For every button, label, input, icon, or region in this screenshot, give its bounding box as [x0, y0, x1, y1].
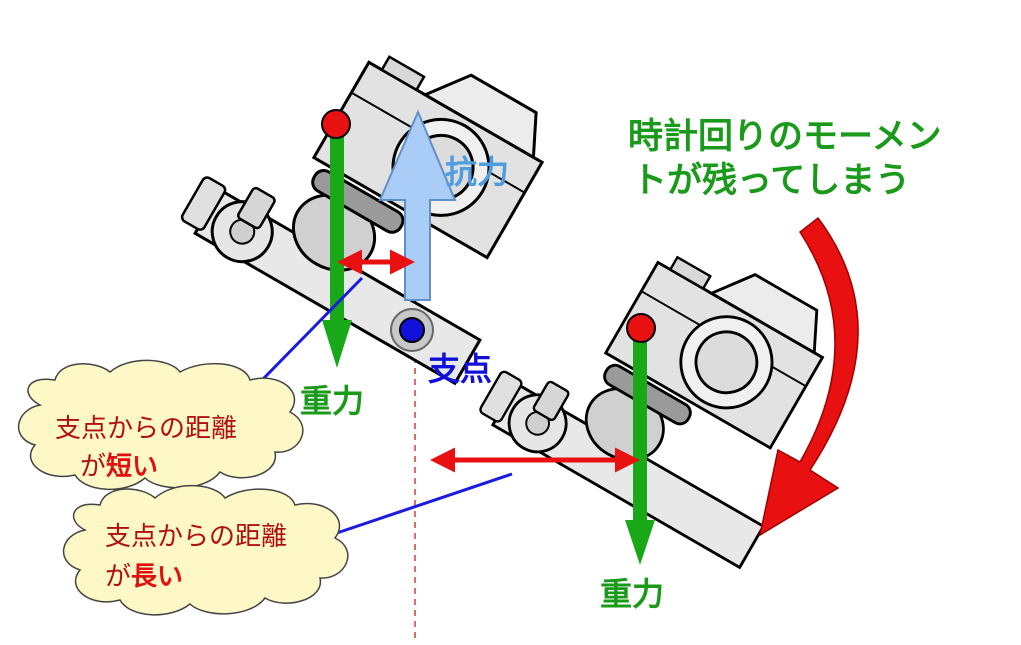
- pivot-point-icon: [390, 308, 434, 352]
- callout-long-prefix: が: [105, 562, 131, 592]
- clockwise-arrow-icon: [758, 216, 859, 537]
- leader-line-long: [321, 472, 513, 540]
- resistance-arrow: [378, 109, 457, 301]
- callout-long: 支点からの距離 が長い: [62, 484, 349, 616]
- label-gravity-right: 重力: [600, 575, 664, 613]
- callout-long-emphasis: 長い: [131, 562, 183, 592]
- label-moment-line2: トが残ってしまう: [632, 161, 910, 201]
- gravity-arrow-right: [625, 328, 655, 565]
- callout-long-line2: が長い: [105, 562, 183, 592]
- callout-short-line2: が短い: [80, 452, 158, 482]
- callout-long-line1: 支点からの距離: [105, 522, 287, 552]
- label-pivot: 支点: [428, 350, 492, 388]
- label-resistance: 抗力: [445, 153, 509, 191]
- callout-short-line1: 支点からの距離: [55, 414, 237, 444]
- callout-short-emphasis: 短い: [106, 452, 158, 482]
- callout-short: 支点からの距離 が短い: [17, 359, 304, 490]
- center-of-gravity-right: [626, 313, 656, 343]
- center-of-gravity-left: [321, 109, 351, 139]
- callout-short-prefix: が: [80, 452, 106, 482]
- gravity-arrow-left: [322, 128, 352, 368]
- label-gravity-left: 重力: [300, 382, 364, 420]
- label-moment-line1: 時計回りのモーメン: [628, 117, 942, 157]
